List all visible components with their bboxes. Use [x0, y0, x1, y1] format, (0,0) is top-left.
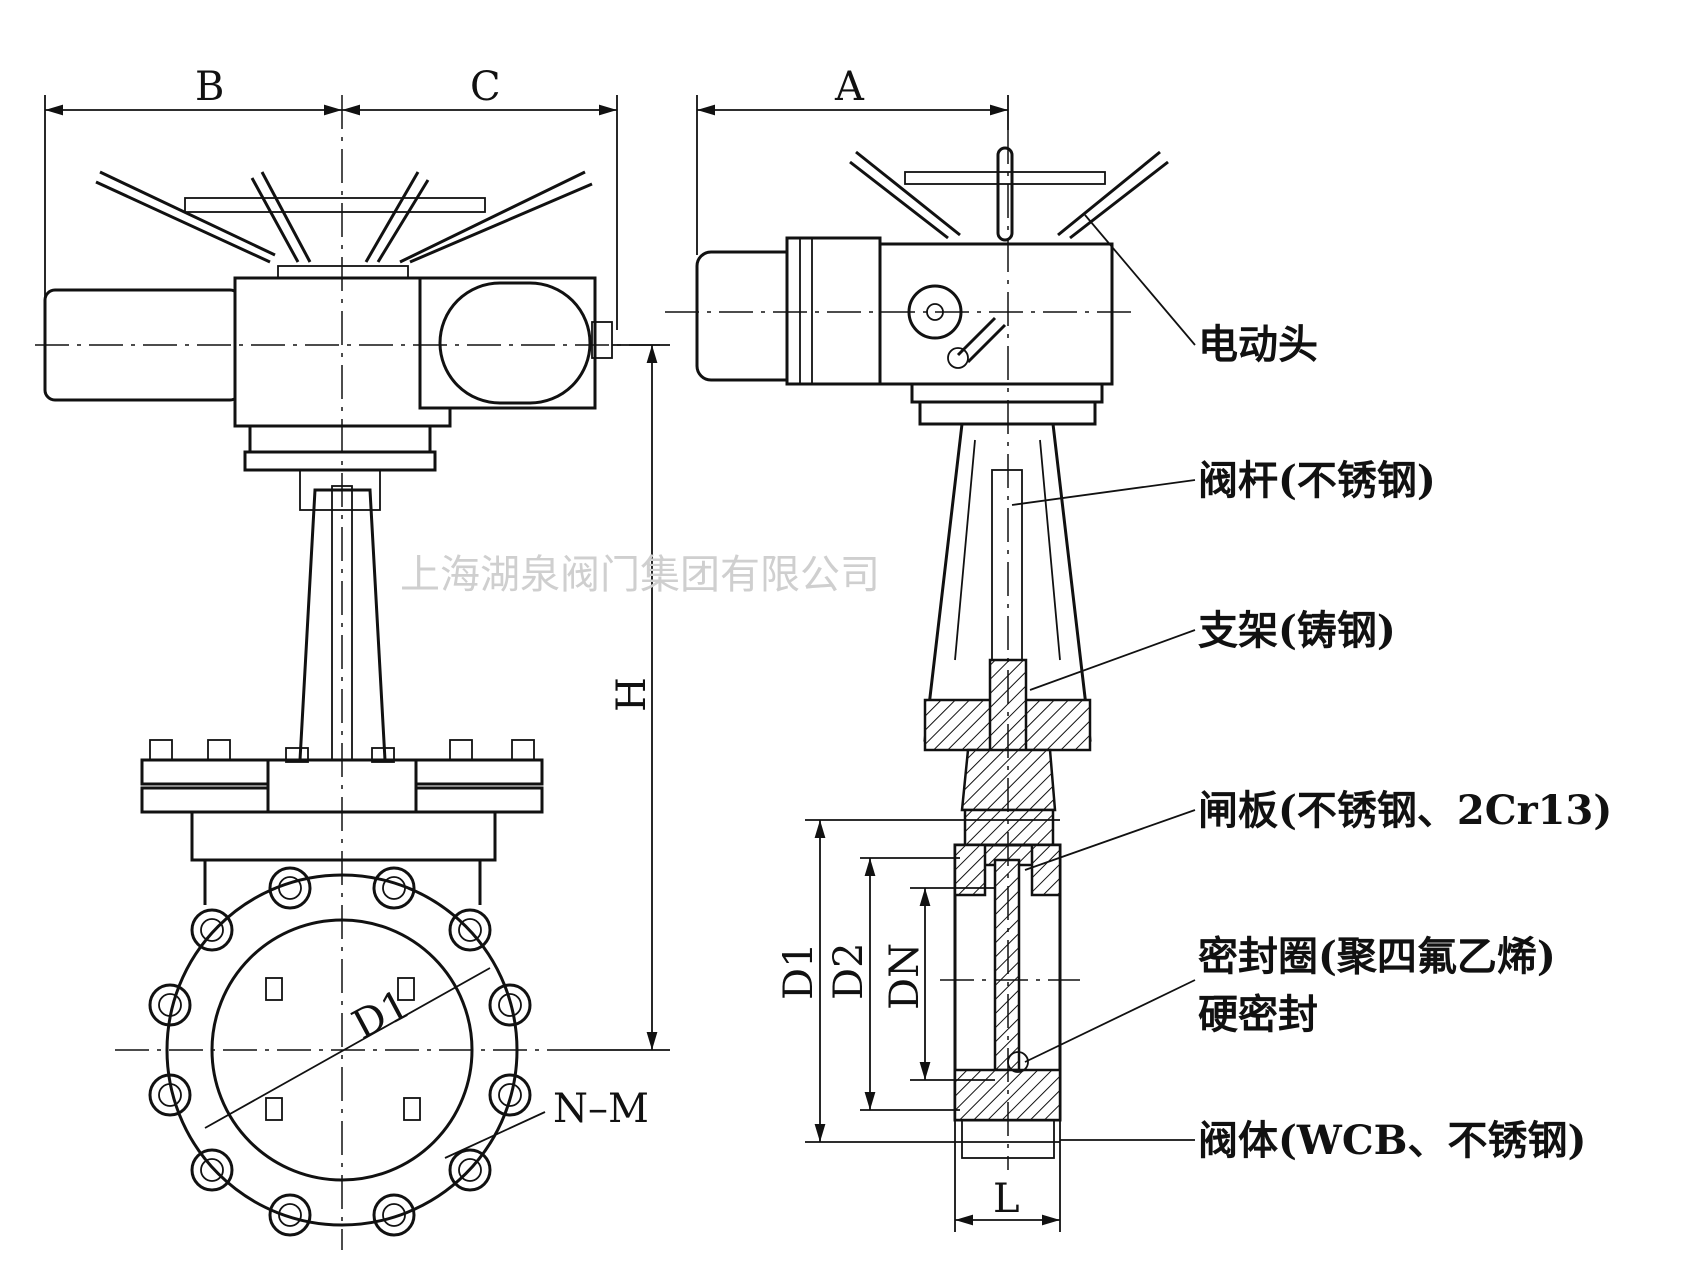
leader-gate: [1024, 809, 1196, 871]
nm-leader: [444, 1111, 546, 1159]
wheel-spoke: [855, 150, 961, 237]
dim-label-dn: DN: [882, 943, 928, 1010]
gate-plate: [993, 858, 1021, 1072]
dim-label-d1: D1: [776, 942, 822, 1000]
flange-bolt: [449, 739, 473, 761]
side-gearbox: [878, 242, 1114, 386]
wheel-spoke: [1069, 160, 1169, 240]
wheel-spoke: [409, 182, 593, 264]
callout-stem: 阀杆(不锈钢): [1198, 457, 1436, 504]
side-handwheel: [849, 146, 1169, 242]
dim-label-c: C: [470, 64, 501, 110]
gearbox-cap: [277, 265, 409, 279]
switch-lever: [966, 323, 1007, 364]
dim-label-h: H: [609, 677, 655, 712]
wheel-spoke: [1057, 150, 1161, 237]
lever-knob: [947, 347, 969, 369]
wheel-spoke: [399, 170, 586, 264]
side-stem: [991, 469, 1023, 661]
flange-bolt: [371, 747, 395, 763]
dim-label-d2: D2: [826, 942, 872, 1000]
leader-stem: [1011, 479, 1196, 506]
side-dimensions: [696, 95, 1061, 1232]
callout-body: 阀体(WCB、不锈钢): [1198, 1117, 1586, 1164]
dim-label-a: A: [834, 64, 865, 110]
wheel-spoke: [250, 177, 300, 263]
actuator-base: [243, 450, 437, 472]
body-section-top: [953, 843, 987, 897]
bracket-inner: [954, 439, 1061, 661]
callout-hard-seal: 硬密封: [1198, 991, 1318, 1038]
wheel-rim: [904, 171, 1106, 185]
flange-bolt: [149, 739, 173, 761]
dim-label-d1-front: D1: [345, 981, 417, 1049]
dim-label-nm: N–M: [553, 1086, 649, 1132]
leader-bracket: [1029, 629, 1196, 691]
wheel-spoke: [99, 170, 276, 257]
d1-diameter-line: [204, 967, 491, 1129]
front-dimensions: [44, 95, 670, 1051]
bore-slot: [265, 1097, 283, 1121]
bolt-lugs: [148, 866, 532, 1237]
actuator-flange: [248, 424, 432, 454]
bore-slot: [397, 977, 415, 1001]
callout-gate: 闸板(不锈钢、2Cr13): [1198, 787, 1612, 834]
wheel-handle: [996, 146, 1014, 242]
flange-bolt: [207, 739, 231, 761]
flange-bolt: [511, 739, 535, 761]
callout-leaders: [1011, 214, 1196, 1141]
side-box: [418, 276, 597, 410]
side-view: [665, 130, 1169, 1170]
neck-sides: [203, 860, 482, 905]
valve-neck: [190, 812, 497, 862]
body-section-top-r: [1030, 843, 1062, 897]
switch-lever: [956, 316, 997, 357]
side-flange: [910, 382, 1104, 404]
bore-slot: [265, 977, 283, 1001]
wheel-spoke: [95, 180, 271, 264]
watermark: 上海湖泉阀门集团有限公司: [400, 552, 880, 598]
callout-bracket: 支架(铸钢): [1198, 607, 1396, 654]
front-view: [35, 95, 660, 1250]
side-disc: [438, 281, 592, 405]
wheel-spoke: [376, 179, 430, 263]
callout-seal-ring: 密封圈(聚四氟乙烯): [1198, 933, 1556, 980]
flange-bolt: [285, 747, 309, 763]
callout-actuator: 电动头: [1198, 321, 1318, 368]
dim-label-b: B: [195, 64, 224, 110]
coupling: [299, 469, 381, 511]
front-handwheel: [95, 170, 593, 264]
wheel-rim: [184, 197, 486, 213]
leader-actuator: [1084, 214, 1196, 346]
wheel-spoke: [849, 160, 949, 240]
side-nut: [591, 321, 613, 359]
wheel-spoke: [260, 171, 312, 263]
leader-seal: [1024, 979, 1196, 1063]
wheel-spoke: [364, 171, 420, 263]
dim-label-l: L: [993, 1176, 1020, 1222]
bore-slot: [403, 1097, 421, 1121]
side-motor-band: [785, 236, 882, 386]
